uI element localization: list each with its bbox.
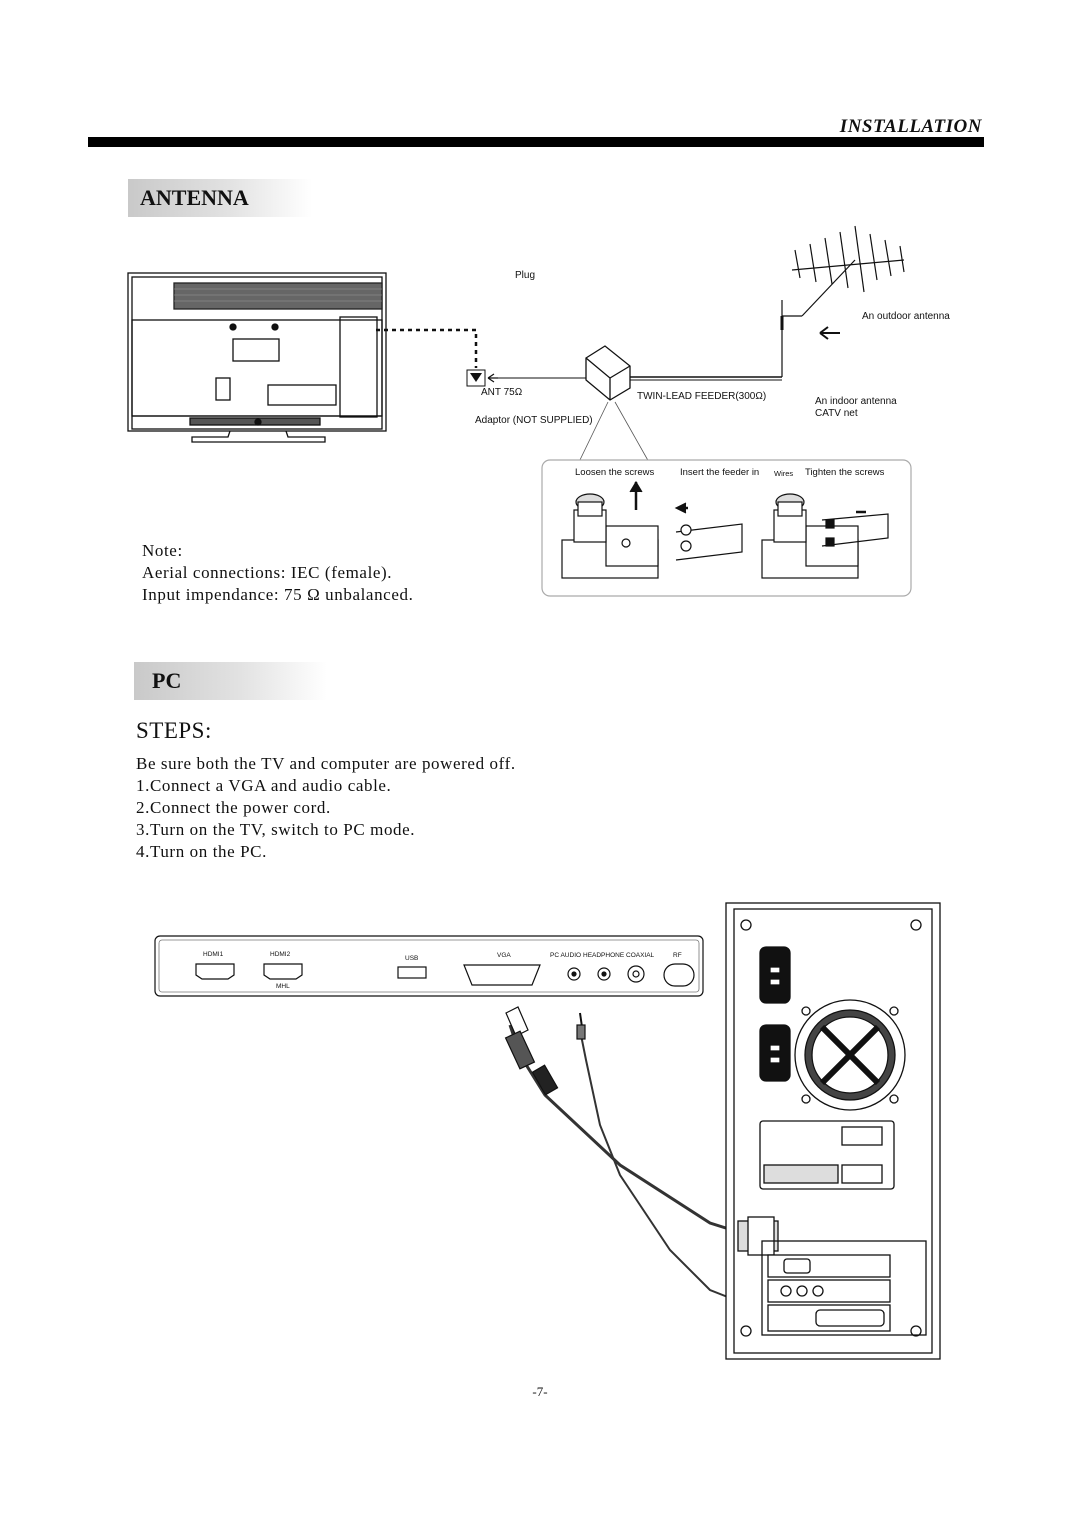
step-2: 2.Connect the power cord. — [136, 798, 331, 817]
outdoor-antenna-illustration — [791, 225, 905, 293]
insert-feeder-label: Insert the feeder in — [680, 467, 760, 478]
antenna-cable-dotted — [376, 328, 478, 368]
antenna-note: Note: Aerial connections: IEC (female). … — [142, 540, 413, 606]
usb-port-label: USB — [405, 955, 419, 962]
step-3: 3.Turn on the TV, switch to PC mode. — [136, 820, 416, 839]
antenna-section-heading: ANTENNA — [128, 179, 312, 217]
hdmi2-port-label: HDMI2 — [270, 951, 291, 958]
coaxial-port-label: COAXIAL — [626, 952, 655, 959]
tighten-screws-label: Tighten the screws — [805, 467, 885, 478]
catv-net-label: CATV net — [815, 408, 858, 419]
pc-rear-panel-illustration — [725, 902, 941, 1360]
mhl-port-label: MHL — [276, 983, 290, 990]
plug-label: Plug — [515, 270, 536, 281]
note-title: Note: — [142, 541, 183, 560]
adaptor-label: Adaptor (NOT SUPPLIED) — [475, 415, 593, 426]
vga-port-label: VGA — [497, 952, 511, 959]
indoor-antenna-label: An indoor antenna — [815, 396, 897, 407]
loosen-screws-label: Loosen the screws — [575, 467, 655, 478]
outdoor-antenna-label: An outdoor antenna — [862, 311, 950, 322]
header-rule — [88, 137, 984, 147]
step-4: 4.Turn on the PC. — [136, 842, 267, 861]
page-number: -7- — [532, 1384, 548, 1399]
pc-section-heading: PC — [134, 662, 327, 700]
tv-rear-panel-illustration — [127, 272, 387, 443]
pc-connection-diagram — [154, 902, 941, 1360]
ant-75-label: ANT 75Ω — [481, 387, 523, 398]
step-1: 1.Connect a VGA and audio cable. — [136, 776, 392, 795]
note-line-2: Input impendance: 75 Ω unbalanced. — [142, 585, 414, 604]
hdmi1-port-label: HDMI1 — [203, 951, 224, 958]
tv-port-panel-illustration — [154, 935, 704, 997]
step-intro: Be sure both the TV and computer are pow… — [136, 754, 516, 773]
twin-lead-feeder-label: TWIN-LEAD FEEDER(300Ω) — [637, 391, 767, 402]
antenna-adaptor-illustration — [585, 345, 631, 401]
note-line-1: Aerial connections: IEC (female). — [142, 563, 393, 582]
wires-label: Wires — [774, 469, 794, 478]
pc-audio-port-label: PC AUDIO — [550, 952, 582, 959]
rf-port-label: RF — [673, 952, 682, 959]
antenna-connection-diagram — [127, 225, 912, 597]
headphone-port-label: HEADPHONE — [583, 952, 625, 959]
page-header-title: INSTALLATION — [839, 116, 982, 137]
steps-title: STEPS: — [136, 718, 212, 743]
steps-list: Be sure both the TV and computer are pow… — [136, 753, 516, 863]
